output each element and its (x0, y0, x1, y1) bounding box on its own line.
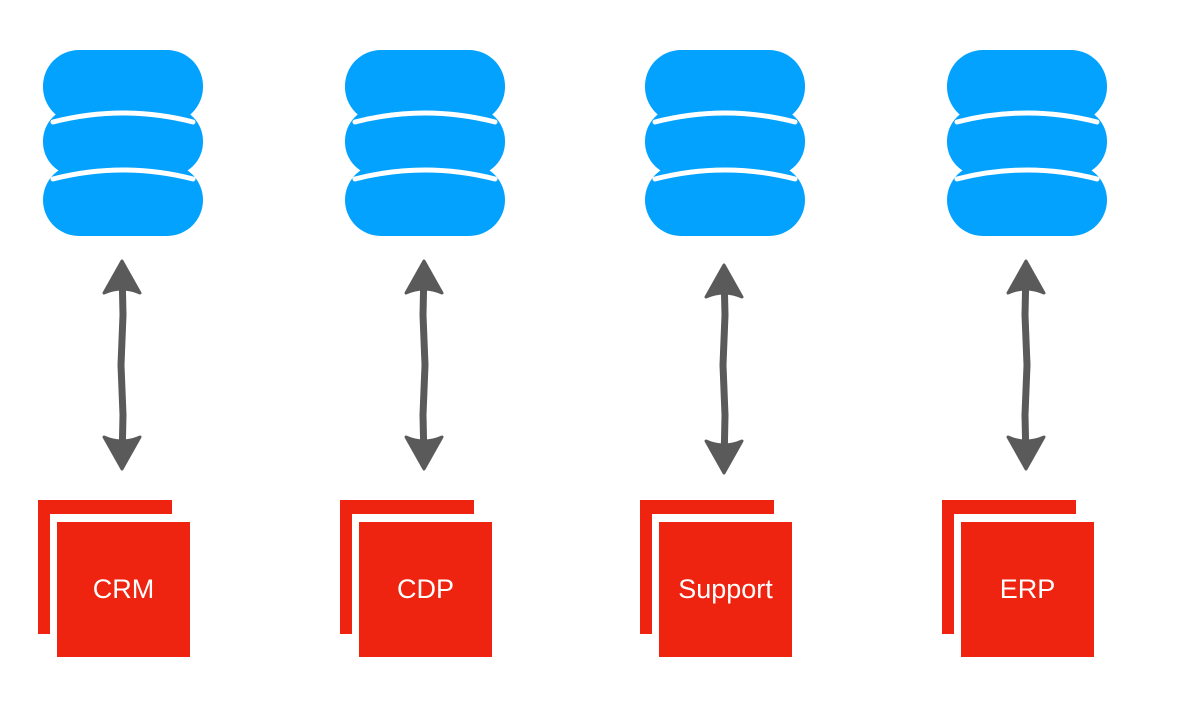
bidirectional-arrow-icon (1006, 259, 1046, 471)
app-stack-erp: ERP (942, 500, 1098, 660)
app-label-erp: ERP (999, 574, 1056, 604)
app-card: CDP (359, 522, 492, 657)
database-icon (43, 50, 203, 236)
bidirectional-arrow-icon (102, 259, 142, 471)
database-icon (645, 50, 805, 236)
app-card: CRM (57, 522, 190, 657)
app-label-cdp: CDP (396, 574, 454, 604)
database-icon (947, 50, 1107, 236)
app-stack-cdp: CDP (340, 500, 496, 660)
app-label-support: Support (678, 574, 773, 604)
bidirectional-arrow-icon (704, 263, 744, 475)
app-stack-support: Support (640, 500, 796, 660)
system-column-cdp: CDP (323, 0, 523, 704)
app-card: Support (659, 522, 792, 657)
app-stack-crm: CRM (38, 500, 194, 660)
app-card: ERP (961, 522, 1094, 657)
app-label-crm: CRM (92, 574, 155, 604)
system-column-crm: CRM (21, 0, 221, 704)
database-icon (345, 50, 505, 236)
bidirectional-arrow-icon (404, 259, 444, 471)
system-column-erp: ERP (925, 0, 1125, 704)
system-column-support: Support (623, 0, 823, 704)
